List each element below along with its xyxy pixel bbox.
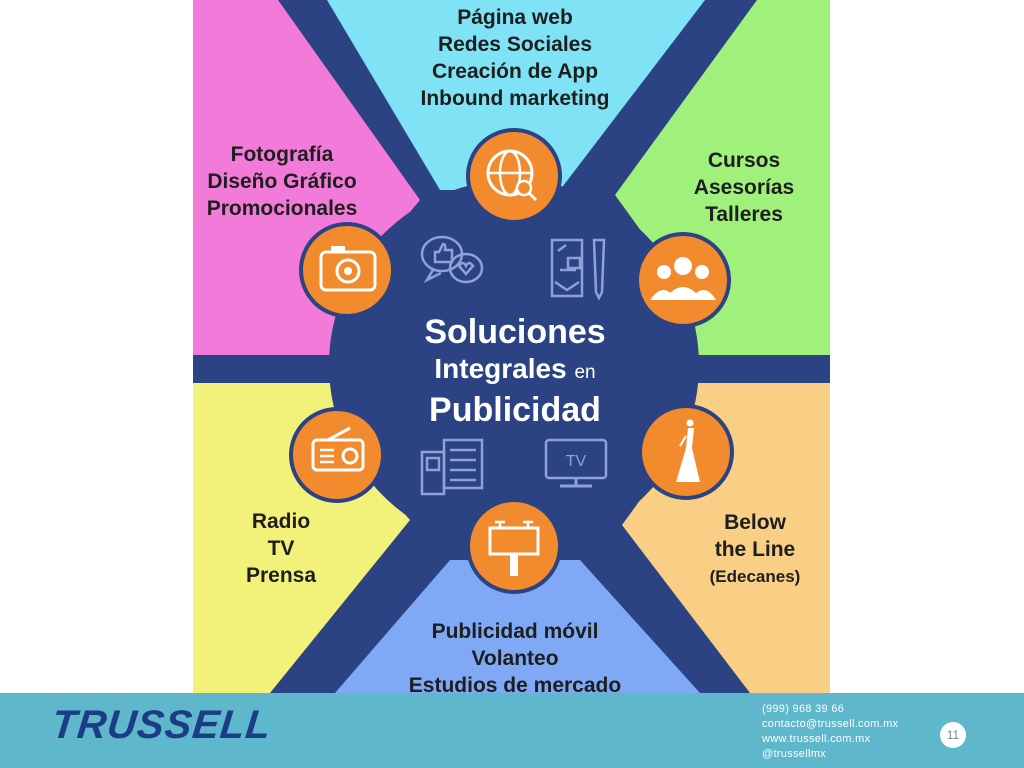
segment-top <box>327 0 705 190</box>
segment-upper-right-text: Cursos Asesorías Talleres <box>672 147 816 228</box>
service-item: Below <box>724 511 786 534</box>
radio-icon <box>289 407 385 503</box>
globe-search-icon <box>466 128 562 224</box>
title-line-2-main: Integrales <box>434 353 567 384</box>
hostess-icon <box>638 404 734 500</box>
service-item: Volanteo <box>471 647 559 670</box>
camera-icon <box>299 222 395 318</box>
footer-bar <box>0 693 1024 768</box>
segment-lower-right-text: Below the Line (Edecanes) <box>696 509 814 590</box>
segment-top-text: Página web Redes Sociales Creación de Ap… <box>400 4 630 112</box>
service-item: Página web <box>457 6 573 29</box>
service-item: Redes Sociales <box>437 33 593 56</box>
service-item: Asesorías <box>693 176 795 199</box>
service-item: Inbound marketing <box>420 87 610 110</box>
tv-icon: TV <box>544 438 608 488</box>
contact-email: contacto@trussell.com.mx <box>762 718 899 730</box>
trussell-logo: TRUSSELL <box>49 703 274 747</box>
people-icon <box>635 232 731 328</box>
service-item: TV <box>267 537 295 560</box>
service-item: Talleres <box>705 203 783 226</box>
service-item: Creación de App <box>431 60 599 83</box>
contact-phone: (999) 968 39 66 <box>762 703 845 715</box>
service-item: Promocionales <box>206 197 358 220</box>
page-number: 11 <box>940 722 966 748</box>
service-item: Prensa <box>245 564 317 587</box>
billboard-icon <box>466 498 562 594</box>
segment-bottom <box>335 560 700 693</box>
tv-icon-label: TV <box>566 453 587 470</box>
like-heart-chat-icon <box>420 235 484 284</box>
service-item: Fotografía <box>230 143 334 166</box>
contact-social: @trussellmx <box>762 748 826 760</box>
service-item: Publicidad móvil <box>431 620 599 643</box>
title-line-2: Integrales en <box>400 352 630 390</box>
service-item: (Edecanes) <box>709 567 801 586</box>
service-item: the Line <box>714 538 796 561</box>
title-line-3: Publicidad <box>429 391 601 429</box>
service-item: Diseño Gráfico <box>207 170 357 193</box>
service-item: Cursos <box>707 149 781 172</box>
title-line-1: Soluciones <box>424 313 606 351</box>
service-item: Radio <box>251 510 311 533</box>
service-item: Estudios de mercado <box>408 674 622 697</box>
contact-web: www.trussell.com.mx <box>762 733 871 745</box>
title-line-2-small: en <box>574 362 596 383</box>
newspaper-icon <box>420 438 484 496</box>
segment-bottom-text: Publicidad móvil Volanteo Estudios de me… <box>390 618 640 699</box>
document-pen-icon <box>550 238 606 301</box>
segment-lower-left-text: Radio TV Prensa <box>226 508 336 589</box>
diagram-title: Soluciones Integrales en Publicidad <box>400 312 630 430</box>
segment-upper-left-text: Fotografía Diseño Gráfico Promocionales <box>196 141 368 222</box>
contact-info: (999) 968 39 66 contacto@trussell.com.mx… <box>762 702 898 762</box>
